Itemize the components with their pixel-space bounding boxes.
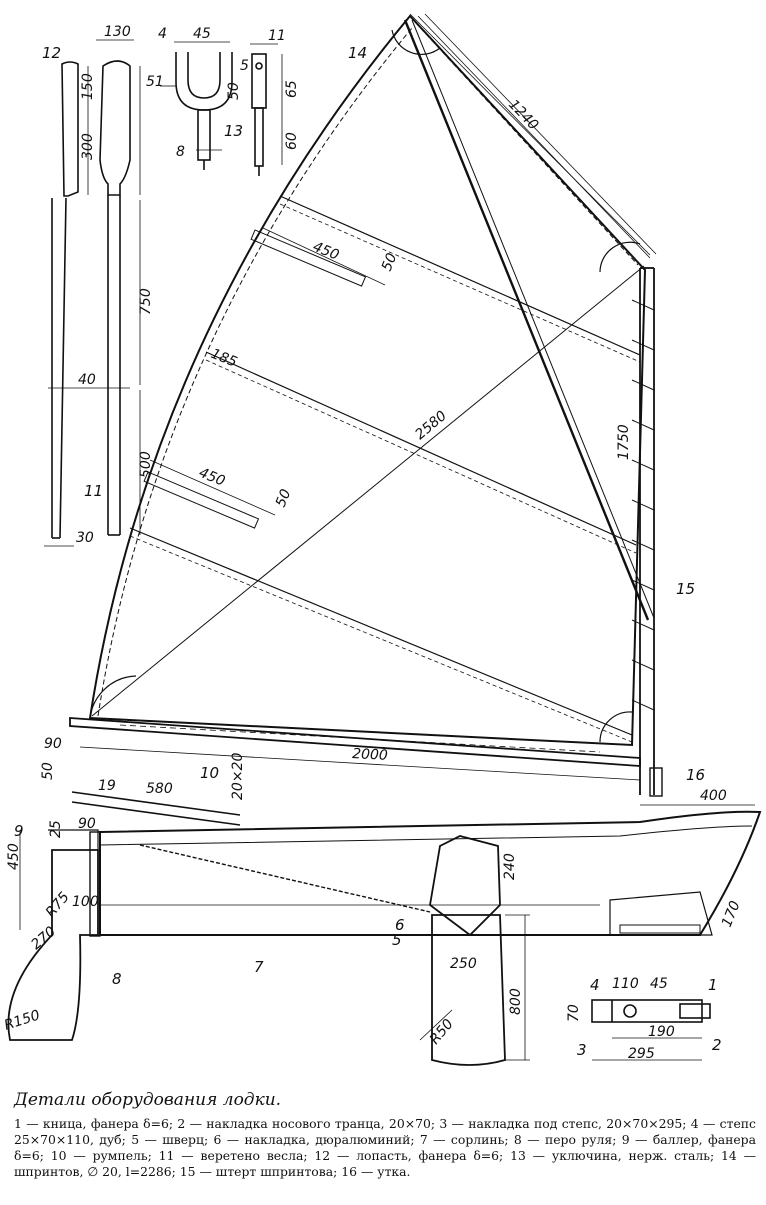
dim-rudder-25: 25 — [48, 820, 64, 838]
boom — [69, 717, 641, 767]
dim-sail-50-upper: 50 — [379, 251, 401, 274]
dim-rudder-100: 100 — [72, 894, 99, 910]
mast — [631, 267, 655, 795]
dim-boom-19: 19 — [98, 778, 116, 794]
dim-sail-2580: 2580 — [412, 408, 450, 443]
dim-oarlock-50: 50 — [226, 82, 242, 100]
dim-tiller-20x20: 20×20 — [230, 753, 246, 800]
figure-title: Детали оборудования лодки. — [14, 1090, 282, 1110]
dim-rudder-90: 90 — [78, 816, 96, 832]
part-label-11: 11 — [84, 482, 103, 500]
part-label-3: 3 — [577, 1041, 587, 1059]
part-label-9: 9 — [14, 822, 24, 840]
boat-equipment-drawing: 12 13 14 15 16 11 10 9 8 7 6 5 4 3 2 1 1… — [2, 13, 762, 1066]
dim-oarlock-65: 65 — [284, 80, 300, 98]
dim-oarlock-51: 51 — [146, 74, 164, 90]
part-label-15: 15 — [676, 580, 695, 598]
dim-centerboard-250: 250 — [450, 956, 477, 972]
dim-oar-130: 130 — [104, 24, 131, 40]
part-label-6: 6 — [395, 916, 405, 934]
dim-oarlock-4: 4 — [158, 26, 167, 42]
dim-oar-500: 500 — [138, 451, 154, 478]
dim-step-190: 190 — [648, 1024, 675, 1040]
dim-oar-300: 300 — [80, 133, 96, 160]
dim-oar-40: 40 — [78, 372, 96, 388]
dim-oar-30: 30 — [76, 530, 94, 546]
part-label-13: 13 — [224, 122, 243, 140]
dim-sail-50-lower: 50 — [273, 487, 295, 510]
dim-step-295: 295 — [628, 1046, 655, 1062]
oar-blade-profile — [51, 61, 79, 539]
dim-rudder-270: 270 — [28, 924, 59, 953]
dim-sail-450-lower: 450 — [197, 465, 228, 490]
dim-boom-2000: 2000 — [352, 746, 389, 764]
oar-front-view — [44, 39, 141, 547]
part-label-16: 16 — [686, 766, 705, 784]
hull — [89, 810, 762, 937]
oarlock-drawing — [160, 41, 283, 176]
dim-centerboard-240: 240 — [502, 853, 518, 880]
part-label-10: 10 — [200, 764, 219, 782]
dim-mast-400: 400 — [700, 788, 727, 804]
dimension-lines — [79, 13, 755, 806]
dim-oarlock-45: 45 — [193, 26, 211, 42]
dim-oarlock-5: 5 — [240, 58, 249, 74]
dim-bow-170: 170 — [719, 899, 744, 930]
figure-caption: Детали оборудования лодки. 1 — кница, фа… — [14, 1090, 756, 1180]
dim-sail-185: 185 — [209, 346, 240, 371]
part-label-7: 7 — [254, 958, 264, 976]
dim-step-70: 70 — [566, 1004, 582, 1022]
sail — [88, 14, 647, 747]
dim-oar-150: 150 — [80, 73, 96, 100]
dim-step-45: 45 — [650, 976, 668, 992]
rudder — [7, 791, 241, 1041]
dim-oarlock-60: 60 — [284, 132, 300, 150]
dim-centerboard-800: 800 — [508, 988, 524, 1015]
downhaul-line — [139, 844, 431, 913]
dim-oarlock-11: 11 — [268, 28, 286, 44]
dim-boom-90: 90 — [44, 736, 62, 752]
part-label-1: 1 — [708, 976, 718, 994]
dim-rudder-r150: R150 — [2, 1007, 42, 1034]
dim-sail-1750: 1750 — [616, 424, 632, 460]
figure-legend: 1 — кница, фанера δ=6; 2 — накладка носо… — [14, 1116, 756, 1179]
part-label-8: 8 — [112, 970, 122, 988]
centerboard — [419, 835, 530, 1066]
part-label-4: 4 — [590, 976, 600, 994]
step-detail — [591, 999, 711, 1061]
sprit — [91, 13, 657, 717]
dim-oarlock-8: 8 — [176, 144, 185, 160]
part-label-14: 14 — [348, 44, 367, 62]
part-label-12: 12 — [42, 44, 61, 62]
dim-step-110: 110 — [612, 976, 639, 992]
part-label-5: 5 — [392, 931, 402, 949]
dim-tiller-580: 580 — [146, 781, 173, 797]
dim-oar-750: 750 — [138, 288, 154, 315]
part-label-2: 2 — [712, 1036, 722, 1054]
dim-rudder-450: 450 — [6, 843, 22, 870]
dim-boom-50: 50 — [40, 762, 56, 780]
dim-rudder-r75: R75 — [43, 889, 73, 920]
